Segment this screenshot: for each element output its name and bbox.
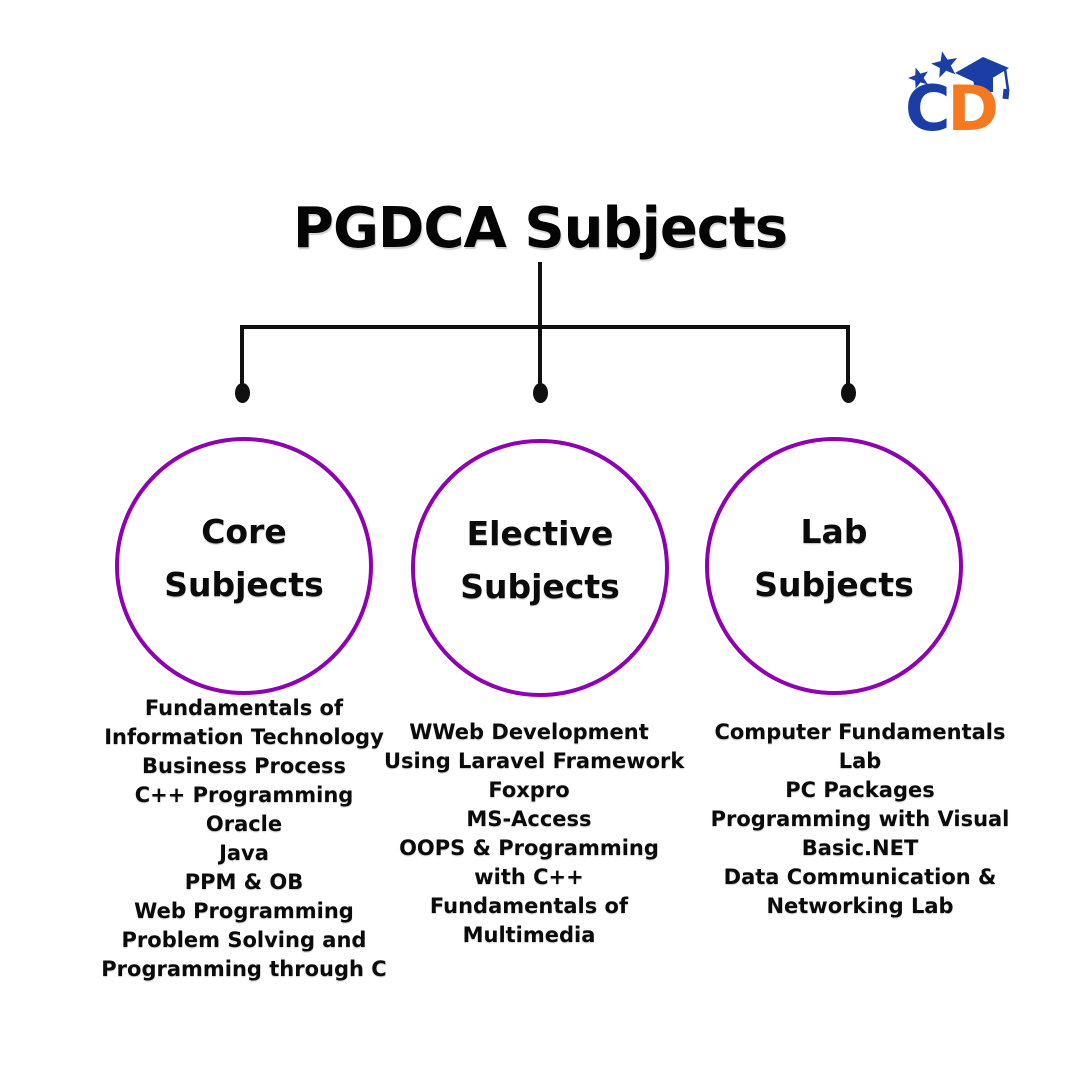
subject-line: Programming through C <box>101 957 387 981</box>
connector-dot-middle <box>533 383 548 403</box>
subject-line: PC Packages <box>785 778 935 802</box>
subject-line: Data Communication & <box>723 865 997 889</box>
subject-line: Computer Fundamentals <box>714 720 1006 744</box>
subject-line: Using Laravel Framework <box>384 749 685 773</box>
subject-line: C++ Programming <box>134 783 354 807</box>
branch-circle-lab: Lab Subjects <box>705 431 963 695</box>
cap-board <box>955 57 1009 85</box>
logo-stars-and-cap-icon <box>908 51 1010 100</box>
subject-line: MS-Access <box>466 807 592 831</box>
cap-tassel-end <box>1002 88 1010 100</box>
subject-line: Information Technology <box>104 725 384 749</box>
subject-line: OOPS & Programming <box>399 836 659 860</box>
circle-label-line: Subjects <box>754 565 914 604</box>
subject-line: with C++ <box>474 865 584 889</box>
connector-stem <box>538 262 542 327</box>
circle-label-lab: Lab Subjects <box>709 433 959 683</box>
branch-circle-core: Core Subjects <box>115 431 373 695</box>
subject-line: Business Process <box>141 754 347 778</box>
subject-line: PPM & OB <box>184 870 304 894</box>
subject-line: WWeb Development <box>409 720 649 744</box>
logo-wordmark: CD <box>905 78 999 140</box>
subject-line: Fundamentals of <box>144 696 344 720</box>
subject-line: Basic.NET <box>801 836 919 860</box>
small-star-icon <box>908 67 928 89</box>
subject-line: Web Programming <box>134 899 354 923</box>
subject-line: Networking Lab <box>766 894 954 918</box>
subject-line: Java <box>219 841 269 865</box>
circle-label-line: Subjects <box>460 567 620 606</box>
circle-label-core: Core Subjects <box>119 433 369 683</box>
logo-letter-c: C <box>905 72 950 145</box>
circle-label-elective: Elective Subjects <box>415 435 665 685</box>
logo-letter-d: D <box>947 72 999 145</box>
branch-circle-elective: Elective Subjects <box>411 433 669 697</box>
subject-line: Foxpro <box>488 778 570 802</box>
subject-line: Problem Solving and <box>121 928 367 952</box>
connector-horizontal-bar <box>240 325 850 329</box>
connector-dot-left <box>235 383 250 403</box>
connector-drop-left <box>240 325 244 386</box>
subject-line: Fundamentals of <box>429 894 629 918</box>
connector-dot-right <box>841 383 856 403</box>
brand-logo: CD <box>903 48 1011 144</box>
subject-line: Oracle <box>205 812 283 836</box>
subject-line: Multimedia <box>462 923 596 947</box>
subject-line: Lab <box>838 749 882 773</box>
connector-drop-right <box>846 325 850 386</box>
circle-label-line: Lab <box>800 512 868 551</box>
connector-drop-middle <box>538 325 542 386</box>
large-star-icon <box>931 51 958 78</box>
cap-tassel <box>1003 68 1010 91</box>
subject-line: Programming with Visual <box>710 807 1010 831</box>
circle-label-line: Elective <box>466 514 614 553</box>
circle-label-line: Subjects <box>164 565 324 604</box>
page-title: PGDCA Subjects <box>292 196 788 261</box>
circle-label-line: Core <box>201 512 287 551</box>
